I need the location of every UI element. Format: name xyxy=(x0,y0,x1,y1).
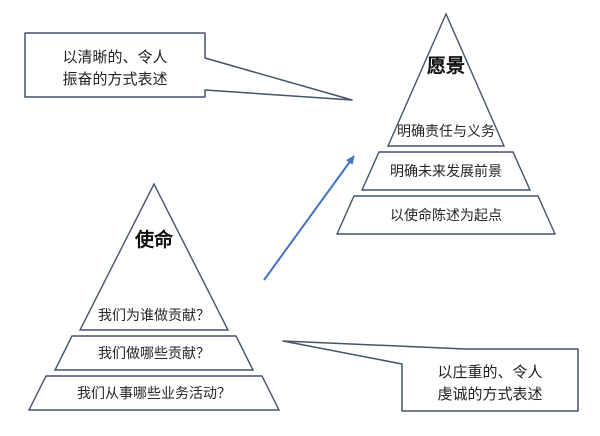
mission-to-vision-arrow xyxy=(263,155,355,281)
mission-pyramid: 使命 我们为谁做贡献？ 我们做哪些贡献？ 我们从事哪些业务活动？ xyxy=(27,182,281,411)
vision-layer-2-label: 明确未来发展前景 xyxy=(390,163,502,179)
vision-pyramid-title: 愿景 xyxy=(427,55,465,77)
mission-layer-3-label: 我们从事哪些业务活动？ xyxy=(77,385,231,401)
mission-callout-line-1: 以庄重的、令人 xyxy=(437,363,542,381)
vision-callout: 以清晰的、令人 振奋的方式表述 xyxy=(24,32,353,101)
mission-pyramid-layer-2 xyxy=(53,335,255,371)
vision-pyramid-layer-2 xyxy=(360,151,532,191)
vision-pyramid: 愿景 明确责任与义务 明确未来发展前景 以使命陈述为起点 xyxy=(335,12,557,235)
vision-callout-line-1: 以清晰的、令人 xyxy=(62,49,167,66)
vision-layer-1-label: 明确责任与义务 xyxy=(397,123,495,139)
mission-callout-line-2: 虔诚的方式表述 xyxy=(437,386,542,403)
vision-pyramid-layer-3 xyxy=(335,195,557,235)
mission-layer-2-label: 我们做哪些贡献？ xyxy=(98,345,210,361)
mission-callout-bubble xyxy=(282,340,579,412)
vision-layer-3-label: 以使命陈述为起点 xyxy=(390,207,502,223)
vision-callout-line-2: 振奋的方式表述 xyxy=(62,71,167,88)
mission-pyramid-apex-triangle xyxy=(78,182,230,331)
vision-callout-bubble xyxy=(24,32,353,101)
mission-layer-1-label: 我们为谁做贡献？ xyxy=(98,307,210,323)
mission-callout: 以庄重的、令人 虔诚的方式表述 xyxy=(282,340,579,412)
mission-pyramid-layer-3 xyxy=(27,375,281,411)
vision-pyramid-apex-triangle xyxy=(386,12,506,147)
mission-pyramid-title: 使命 xyxy=(134,228,174,251)
